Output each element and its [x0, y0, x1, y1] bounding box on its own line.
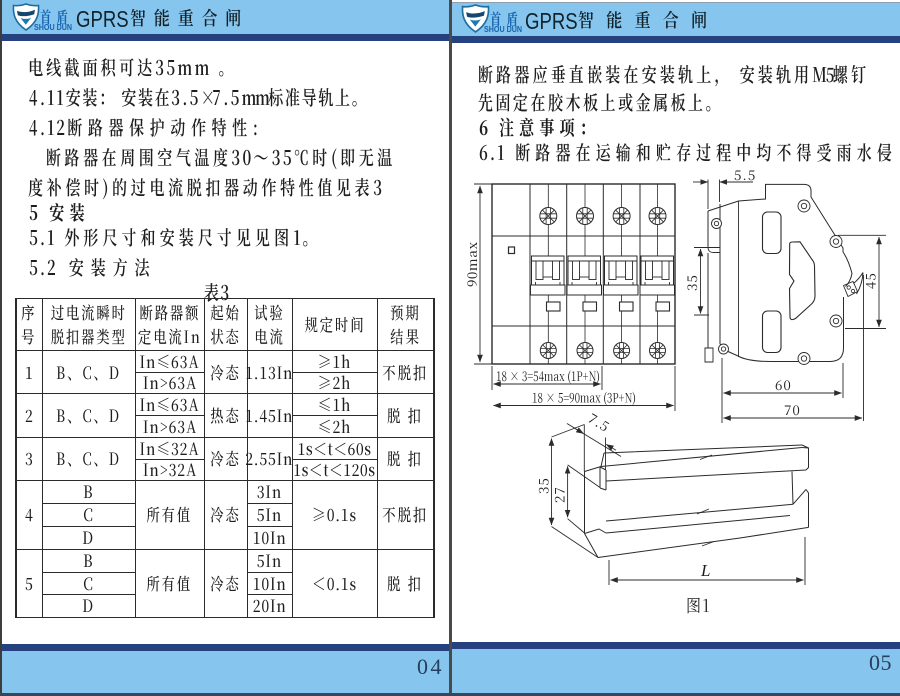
svg-text:35: 35: [681, 274, 701, 291]
svg-text:35: 35: [533, 477, 553, 494]
svg-text:45: 45: [860, 272, 880, 289]
svg-text:5.5: 5.5: [734, 164, 756, 184]
svg-text:70: 70: [784, 399, 801, 419]
svg-text:7.5: 7.5: [585, 407, 614, 436]
svg-text:60: 60: [775, 374, 792, 394]
svg-text:18 × 5=90max (3P+N): 18 × 5=90max (3P+N): [532, 387, 636, 407]
svg-text:18 × 3=54max (1P+N): 18 × 3=54max (1P+N): [496, 365, 600, 385]
svg-text:L: L: [700, 561, 710, 580]
svg-text:90max: 90max: [461, 241, 481, 287]
svg-text:27: 27: [549, 486, 569, 503]
